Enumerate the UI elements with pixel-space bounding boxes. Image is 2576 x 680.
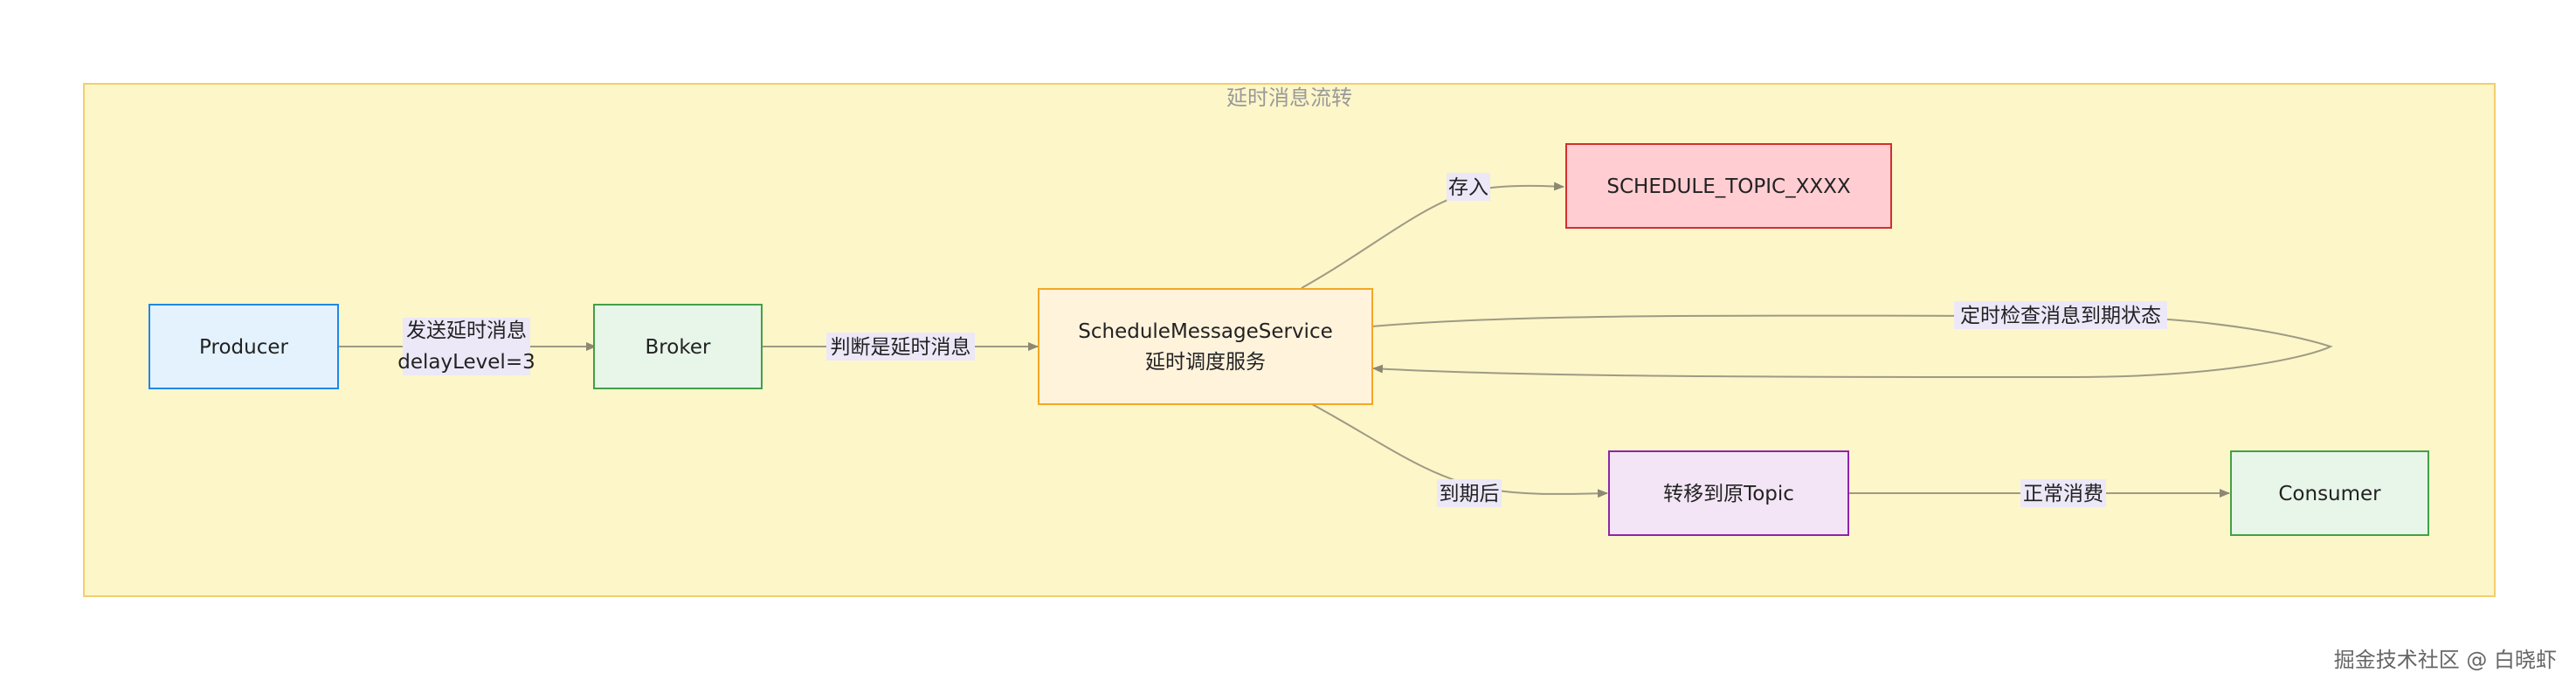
node-transfer-topic: 转移到原Topic [1608,450,1849,536]
node-schedule-topic: SCHEDULE_TOPIC_XXXX [1565,143,1892,229]
label-store: 存入 [1447,173,1490,201]
watermark: 掘金技术社区 @ 白晓虾 [2333,648,2557,672]
node-transfer-topic-box [1608,450,1849,536]
edge-labels: 发送延时消息 delayLevel=3 判断是延时消息 存入 定时检查消息到期状… [397,173,2167,507]
node-broker-label: Broker [646,336,711,359]
label-send-line2: delayLevel=3 [397,351,535,374]
label-send-line1: 发送延时消息 [406,319,527,342]
label-send-bg [403,318,530,375]
node-broker-box [593,304,763,389]
label-expired-bg [1437,479,1502,507]
label-check-bg [1954,301,2167,329]
node-broker: Broker [593,304,763,389]
label-judge: 判断是延时消息 [826,333,975,361]
label-consume-text: 正常消费 [2023,483,2103,505]
node-schedule-service-line2: 延时调度服务 [1145,351,1266,374]
node-consumer-box [2230,450,2429,536]
node-producer-box [148,304,339,389]
label-check-text: 定时检查消息到期状态 [1960,305,2161,327]
node-producer-label: Producer [199,336,288,359]
node-producer: Producer [148,304,339,389]
node-consumer-label: Consumer [2278,483,2381,505]
node-schedule-service: ScheduleMessageService 延时调度服务 [1038,288,1373,405]
label-store-bg [1447,173,1490,201]
label-consume-bg [2020,479,2106,507]
label-expired: 到期后 [1437,479,1502,507]
label-send: 发送延时消息 delayLevel=3 [397,318,535,375]
node-transfer-topic-label: 转移到原Topic [1663,483,1794,505]
label-judge-text: 判断是延时消息 [831,336,971,359]
edge-check-loop [1371,314,2333,379]
label-judge-bg [826,333,975,361]
node-schedule-topic-label: SCHEDULE_TOPIC_XXXX [1606,175,1851,198]
label-expired-text: 到期后 [1440,483,1500,505]
node-consumer: Consumer [2230,450,2429,536]
node-schedule-service-line1: ScheduleMessageService [1078,320,1333,343]
nodes: Producer Broker ScheduleMessageService 延… [148,143,2429,536]
label-store-text: 存入 [1448,176,1488,199]
node-schedule-topic-box [1565,143,1892,229]
label-check: 定时检查消息到期状态 [1954,301,2167,329]
node-schedule-service-box [1038,288,1373,405]
label-consume: 正常消费 [2020,479,2106,507]
container-title: 延时消息流转 [1226,86,1352,110]
